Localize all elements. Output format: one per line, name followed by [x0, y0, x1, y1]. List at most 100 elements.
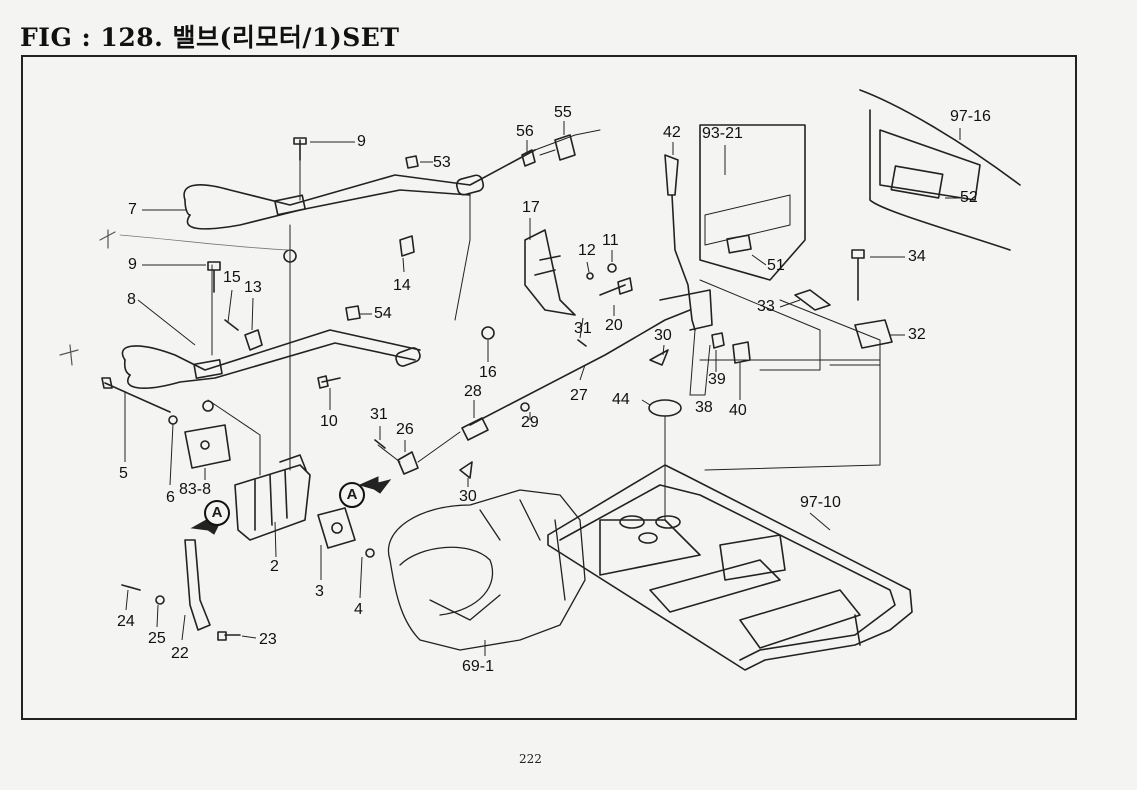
part-label: 25 [148, 630, 166, 647]
washer-25 [155, 595, 165, 605]
floor-plate-97-10 [547, 464, 913, 671]
part-label: 13 [244, 279, 262, 296]
o-ring-4 [365, 548, 375, 558]
part-label: 11 [602, 232, 619, 249]
bolt-23 [217, 631, 241, 641]
part-label: 8 [127, 291, 136, 308]
part-label: 33 [757, 298, 775, 315]
part-label: 32 [908, 326, 926, 343]
part-label: 23 [259, 631, 277, 648]
pipe-lower [121, 329, 421, 389]
bushing-39 [711, 332, 725, 349]
lever-42 [659, 154, 713, 331]
part-label: 24 [117, 613, 135, 630]
bracket-22 [184, 539, 211, 631]
grommet-44 [648, 399, 682, 417]
nut-29 [520, 402, 530, 412]
part-label: 2 [270, 558, 279, 575]
washer-12 [586, 272, 594, 280]
part-label: 7 [128, 201, 137, 218]
part-label: 42 [663, 124, 681, 141]
part-label: 40 [729, 402, 747, 419]
part-label: 51 [767, 257, 785, 274]
part-label: 39 [708, 371, 726, 388]
control-valve-body [234, 454, 311, 541]
bolt-10 [317, 375, 341, 389]
part-label: 38 [695, 399, 713, 416]
joint-26 [397, 451, 419, 475]
part-label: 12 [578, 242, 596, 259]
bolt-9-upper [293, 137, 307, 161]
part-label: 16 [479, 364, 497, 381]
part-label: 14 [393, 277, 411, 294]
part-label: 9 [357, 133, 366, 150]
part-label: 4 [354, 601, 363, 618]
part-label: 93-21 [702, 125, 743, 142]
clip-53 [405, 155, 419, 169]
diagram-frame [21, 55, 1077, 720]
page-number: 222 [519, 752, 542, 766]
clip-54 [345, 305, 361, 321]
bracket-17 [524, 229, 576, 316]
clip-30-lower [459, 461, 473, 479]
part-label: 53 [433, 154, 451, 171]
part-label: 17 [522, 199, 540, 216]
valve-section-83-8 [184, 424, 231, 469]
bolt-20 [599, 277, 633, 296]
pin-31-upper [577, 339, 587, 347]
label-plate-52 [890, 165, 944, 199]
part-label: 69-1 [462, 658, 495, 675]
bracket-33 [794, 289, 831, 311]
nut-11 [607, 263, 617, 273]
part-label: 97-16 [950, 108, 991, 125]
part-label: 29 [521, 414, 539, 431]
part-label: 55 [554, 104, 572, 121]
part-label: 30 [459, 488, 477, 505]
pipe-clamp-lower [395, 347, 421, 367]
figure-title: FIG : 128. 밸브(리모터/1)SET [20, 23, 400, 52]
part-label: 56 [516, 123, 534, 140]
reference-marker-a-left: A [204, 500, 230, 526]
part-label: 44 [612, 391, 630, 408]
part-label: 15 [223, 269, 241, 286]
part-label: 10 [320, 413, 338, 430]
transmission-housing-69-1 [387, 489, 586, 651]
switch-51 [726, 234, 752, 254]
bracket-upper [274, 194, 306, 216]
part-label: 20 [605, 317, 623, 334]
part-label: 52 [960, 189, 978, 206]
part-label: 97-10 [800, 494, 841, 511]
long-bolt-5 [101, 377, 171, 413]
bracket-32 [854, 319, 893, 349]
rod-27 [469, 309, 691, 426]
part-label: 22 [171, 645, 189, 662]
bolt-34 [851, 249, 865, 301]
cover-97-16 [859, 89, 1021, 251]
part-label: 31 [370, 406, 388, 423]
valve-end-3 [317, 507, 356, 549]
bolt-15 [224, 319, 239, 331]
part-label: 34 [908, 248, 926, 265]
clip-14 [399, 235, 415, 257]
part-label: 3 [315, 583, 324, 600]
clamp-13 [244, 329, 263, 351]
part-label: 30 [654, 327, 672, 344]
part-label: 5 [119, 465, 128, 482]
part-label: 26 [396, 421, 414, 438]
fitting-56 [521, 149, 536, 167]
fitting-55 [554, 134, 576, 161]
pin-31-lower [374, 439, 386, 449]
pin-24 [121, 584, 141, 591]
part-label: 27 [570, 387, 588, 404]
bolt-9-lower [207, 261, 221, 293]
part-label: 83-8 [179, 481, 212, 498]
part-label: 54 [374, 305, 392, 322]
reference-marker-a-right: A [339, 482, 365, 508]
panel-93-21 [699, 124, 806, 281]
part-label: 9 [128, 256, 137, 273]
arrow-a-right [358, 476, 392, 494]
bracket-lower [193, 359, 223, 379]
pipe-clamp-upper [455, 174, 485, 196]
grommet-16 [481, 326, 495, 340]
